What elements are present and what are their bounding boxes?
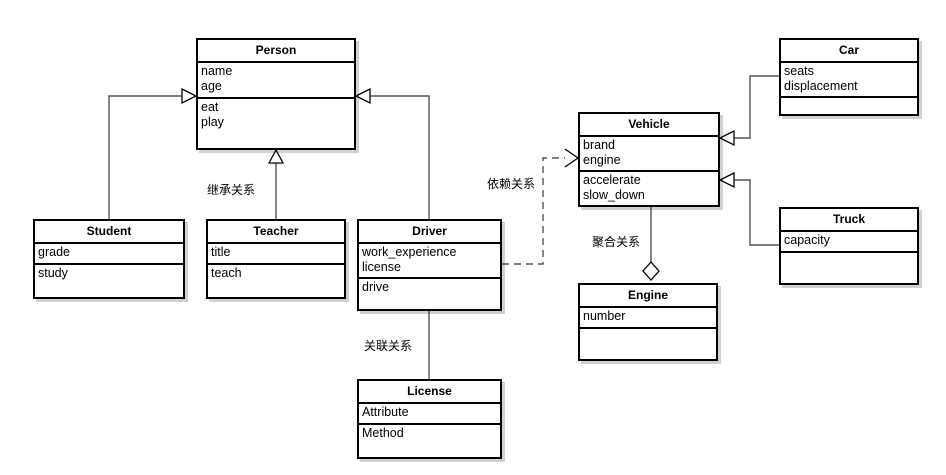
- class-method: Method: [362, 426, 404, 440]
- class-box-car[interactable]: Car seats displacement: [779, 38, 919, 116]
- class-title-driver: Driver: [359, 221, 500, 244]
- class-box-vehicle[interactable]: Vehicle brand engine accelerate slow_dow…: [578, 112, 720, 207]
- arrowhead-generalization-driver: [354, 87, 371, 105]
- class-title-vehicle: Vehicle: [580, 114, 718, 137]
- edge-driver-person: [370, 95, 430, 219]
- class-box-person[interactable]: Person name age eat play: [196, 38, 356, 150]
- class-attribute: seats: [784, 64, 814, 78]
- class-attribute: engine: [583, 153, 621, 167]
- class-method: slow_down: [583, 188, 645, 202]
- class-attribute: work_experience: [362, 245, 457, 259]
- class-methods-driver: drive: [359, 279, 500, 297]
- class-methods-car: [781, 98, 917, 101]
- class-method: drive: [362, 280, 390, 294]
- class-attribute: grade: [38, 245, 70, 259]
- class-attribute: Attribute: [362, 405, 409, 419]
- class-attributes-person: name age: [198, 63, 354, 99]
- edge-driver-vehicle: [502, 157, 565, 265]
- class-attribute: displacement: [784, 79, 858, 93]
- edge-label-aggregation: 聚合关系: [592, 235, 641, 249]
- class-attributes-car: seats displacement: [781, 63, 917, 98]
- arrowhead-generalization-car: [718, 129, 735, 147]
- class-attributes-student: grade: [35, 244, 183, 265]
- edge-truck-vehicle: [734, 179, 779, 246]
- class-title-engine: Engine: [580, 285, 716, 308]
- class-attribute: brand: [583, 138, 615, 152]
- edge-label-association: 关联关系: [364, 339, 413, 353]
- class-title-car: Car: [781, 40, 917, 63]
- class-title-license: License: [359, 381, 500, 404]
- class-attribute: name: [201, 64, 233, 78]
- class-title-truck: Truck: [781, 209, 917, 232]
- class-methods-vehicle: accelerate slow_down: [580, 172, 718, 205]
- class-title-teacher: Teacher: [208, 221, 344, 244]
- class-box-truck[interactable]: Truck capacity: [779, 207, 919, 285]
- class-method: eat: [201, 100, 219, 114]
- arrowhead-generalization-teacher: [267, 148, 285, 164]
- class-methods-truck: [781, 253, 917, 256]
- class-attributes-teacher: title: [208, 244, 344, 265]
- class-method: accelerate: [583, 173, 641, 187]
- class-box-teacher[interactable]: Teacher title teach: [206, 219, 346, 299]
- class-attributes-driver: work_experience license: [359, 244, 500, 279]
- class-attributes-license: Attribute: [359, 404, 500, 425]
- class-box-license[interactable]: License Attribute Method: [357, 379, 502, 459]
- class-attribute: number: [583, 309, 626, 323]
- class-title-person: Person: [198, 40, 354, 63]
- edge-car-vehicle: [734, 75, 779, 139]
- arrowhead-aggregation-engine: [642, 261, 660, 281]
- class-method: study: [38, 266, 68, 280]
- class-attribute: title: [211, 245, 231, 259]
- arrowhead-generalization-student: [181, 87, 198, 105]
- class-method: teach: [211, 266, 242, 280]
- class-box-student[interactable]: Student grade study: [33, 219, 185, 299]
- class-title-student: Student: [35, 221, 183, 244]
- class-box-driver[interactable]: Driver work_experience license drive: [357, 219, 502, 311]
- class-methods-engine: [580, 329, 716, 332]
- class-methods-teacher: teach: [208, 265, 344, 283]
- arrowhead-dependency-vehicle: [564, 148, 580, 168]
- class-methods-license: Method: [359, 425, 500, 443]
- class-attributes-truck: capacity: [781, 232, 917, 253]
- class-methods-person: eat play: [198, 99, 354, 132]
- edge-label-dependency: 依赖关系: [487, 177, 536, 191]
- class-attribute: age: [201, 79, 222, 93]
- class-methods-student: study: [35, 265, 183, 283]
- class-attributes-vehicle: brand engine: [580, 137, 718, 172]
- class-attribute: license: [362, 260, 401, 274]
- class-attributes-engine: number: [580, 308, 716, 329]
- class-box-engine[interactable]: Engine number: [578, 283, 718, 361]
- edge-label-inheritance: 继承关系: [207, 183, 256, 197]
- class-method: play: [201, 115, 224, 129]
- class-attribute: capacity: [784, 233, 830, 247]
- edge-student-person: [108, 95, 182, 219]
- arrowhead-generalization-truck: [718, 171, 735, 189]
